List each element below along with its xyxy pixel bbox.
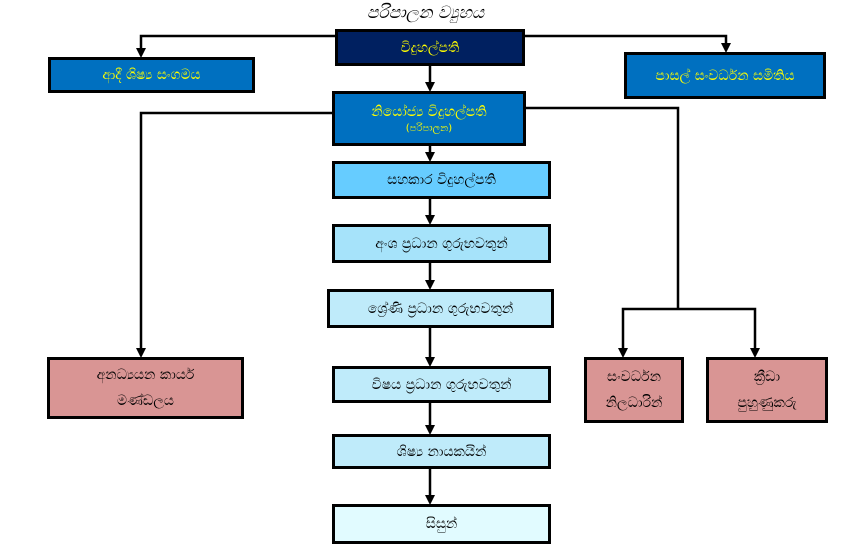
arrowhead (425, 280, 435, 290)
node-principal: විදුහල්පති (335, 29, 525, 66)
node-past-pupils-association: ආදී ශිෂ්‍ය සංගමය (48, 57, 255, 93)
node-dev-officers-line2: නිලධාරින් (605, 395, 663, 411)
edge-branch-dev-officers (621, 307, 678, 350)
arrowhead (425, 425, 435, 435)
node-grade-heads-label: ශ්‍රේණි ප්‍රධාන ගුරුභවතුන් (367, 300, 514, 317)
arrowhead (425, 215, 435, 225)
node-prefects: ශිෂ්‍ය නායකයින් (332, 434, 551, 469)
node-school-development-society: පාසල් සංවර්ධන සමිතිය (624, 52, 826, 99)
arrowhead (750, 348, 760, 358)
arrowhead (425, 152, 435, 162)
node-students-label: සිසුන් (425, 516, 458, 532)
node-development-officers: සංවර්ධන නිලධාරින් (584, 357, 684, 423)
node-sectional-heads: අංශ ප්‍රධාන ගුරුභවතුන් (332, 224, 551, 263)
node-non-academic-line1: අනධ්‍යයන කාර්ය (96, 367, 195, 383)
node-sports-coaches: ක්‍රීඩා පුහුණුකරු (706, 357, 828, 423)
node-coaches-line2: පුහුණුකරු (737, 395, 797, 411)
node-sectional-heads-label: අංශ ප්‍රධාන ගුරුභවතුන් (375, 235, 508, 252)
arrowhead (136, 48, 146, 58)
arrowhead (425, 495, 435, 505)
node-sdc-label: පාසල් සංවර්ධන සමිතිය (655, 67, 795, 84)
node-assistant-principal: සහකාර විදුහල්පති (332, 161, 551, 199)
node-students: සිසුන් (332, 504, 551, 544)
node-prefects-label: ශිෂ්‍ය නායකයින් (396, 443, 487, 460)
node-coaches-line1: ක්‍රීඩා (753, 369, 781, 385)
arrowhead (136, 348, 146, 358)
node-past-pupils-label: ආදී ශිෂ්‍ය සංගමය (102, 67, 201, 83)
arrowhead (721, 43, 731, 53)
diagram-title: පරිපාලන ව්‍යුහය (366, 3, 485, 23)
node-deputy-principal: නියෝජ්‍ය විදුහල්පති (පරිපාලන) (332, 91, 526, 146)
node-deputy-sublabel: (පරිපාලන) (405, 122, 453, 134)
arrowhead (618, 348, 628, 358)
edge-principal-sdc (525, 34, 728, 45)
node-non-academic-line2: මණ්ඩලය (117, 393, 174, 409)
edge-principal-past-pupils (139, 34, 335, 50)
edge-deputy-non-academic (139, 111, 333, 350)
edge-branch-coaches (678, 307, 757, 350)
arrowhead (425, 357, 435, 367)
node-subject-heads-label: විෂය ප්‍රධාන ගුරුභවතුන් (371, 376, 512, 393)
node-dev-officers-line1: සංවර්ධන (607, 369, 661, 385)
node-grade-heads: ශ්‍රේණි ප්‍රධාන ගුරුභවතුන් (327, 289, 554, 328)
node-assistant-label: සහකාර විදුහල්පති (387, 172, 496, 188)
node-subject-heads: විෂය ප්‍රධාන ගුරුභවතුන් (332, 366, 551, 403)
node-non-academic-staff: අනධ්‍යයන කාර්ය මණ්ඩලය (47, 357, 244, 419)
node-principal-label: විදුහල්පති (400, 39, 460, 56)
arrowhead (425, 82, 435, 92)
node-deputy-label: නියෝජ්‍ය විදුහල්පති (371, 103, 487, 120)
edge-deputy-right-branch (525, 106, 680, 309)
